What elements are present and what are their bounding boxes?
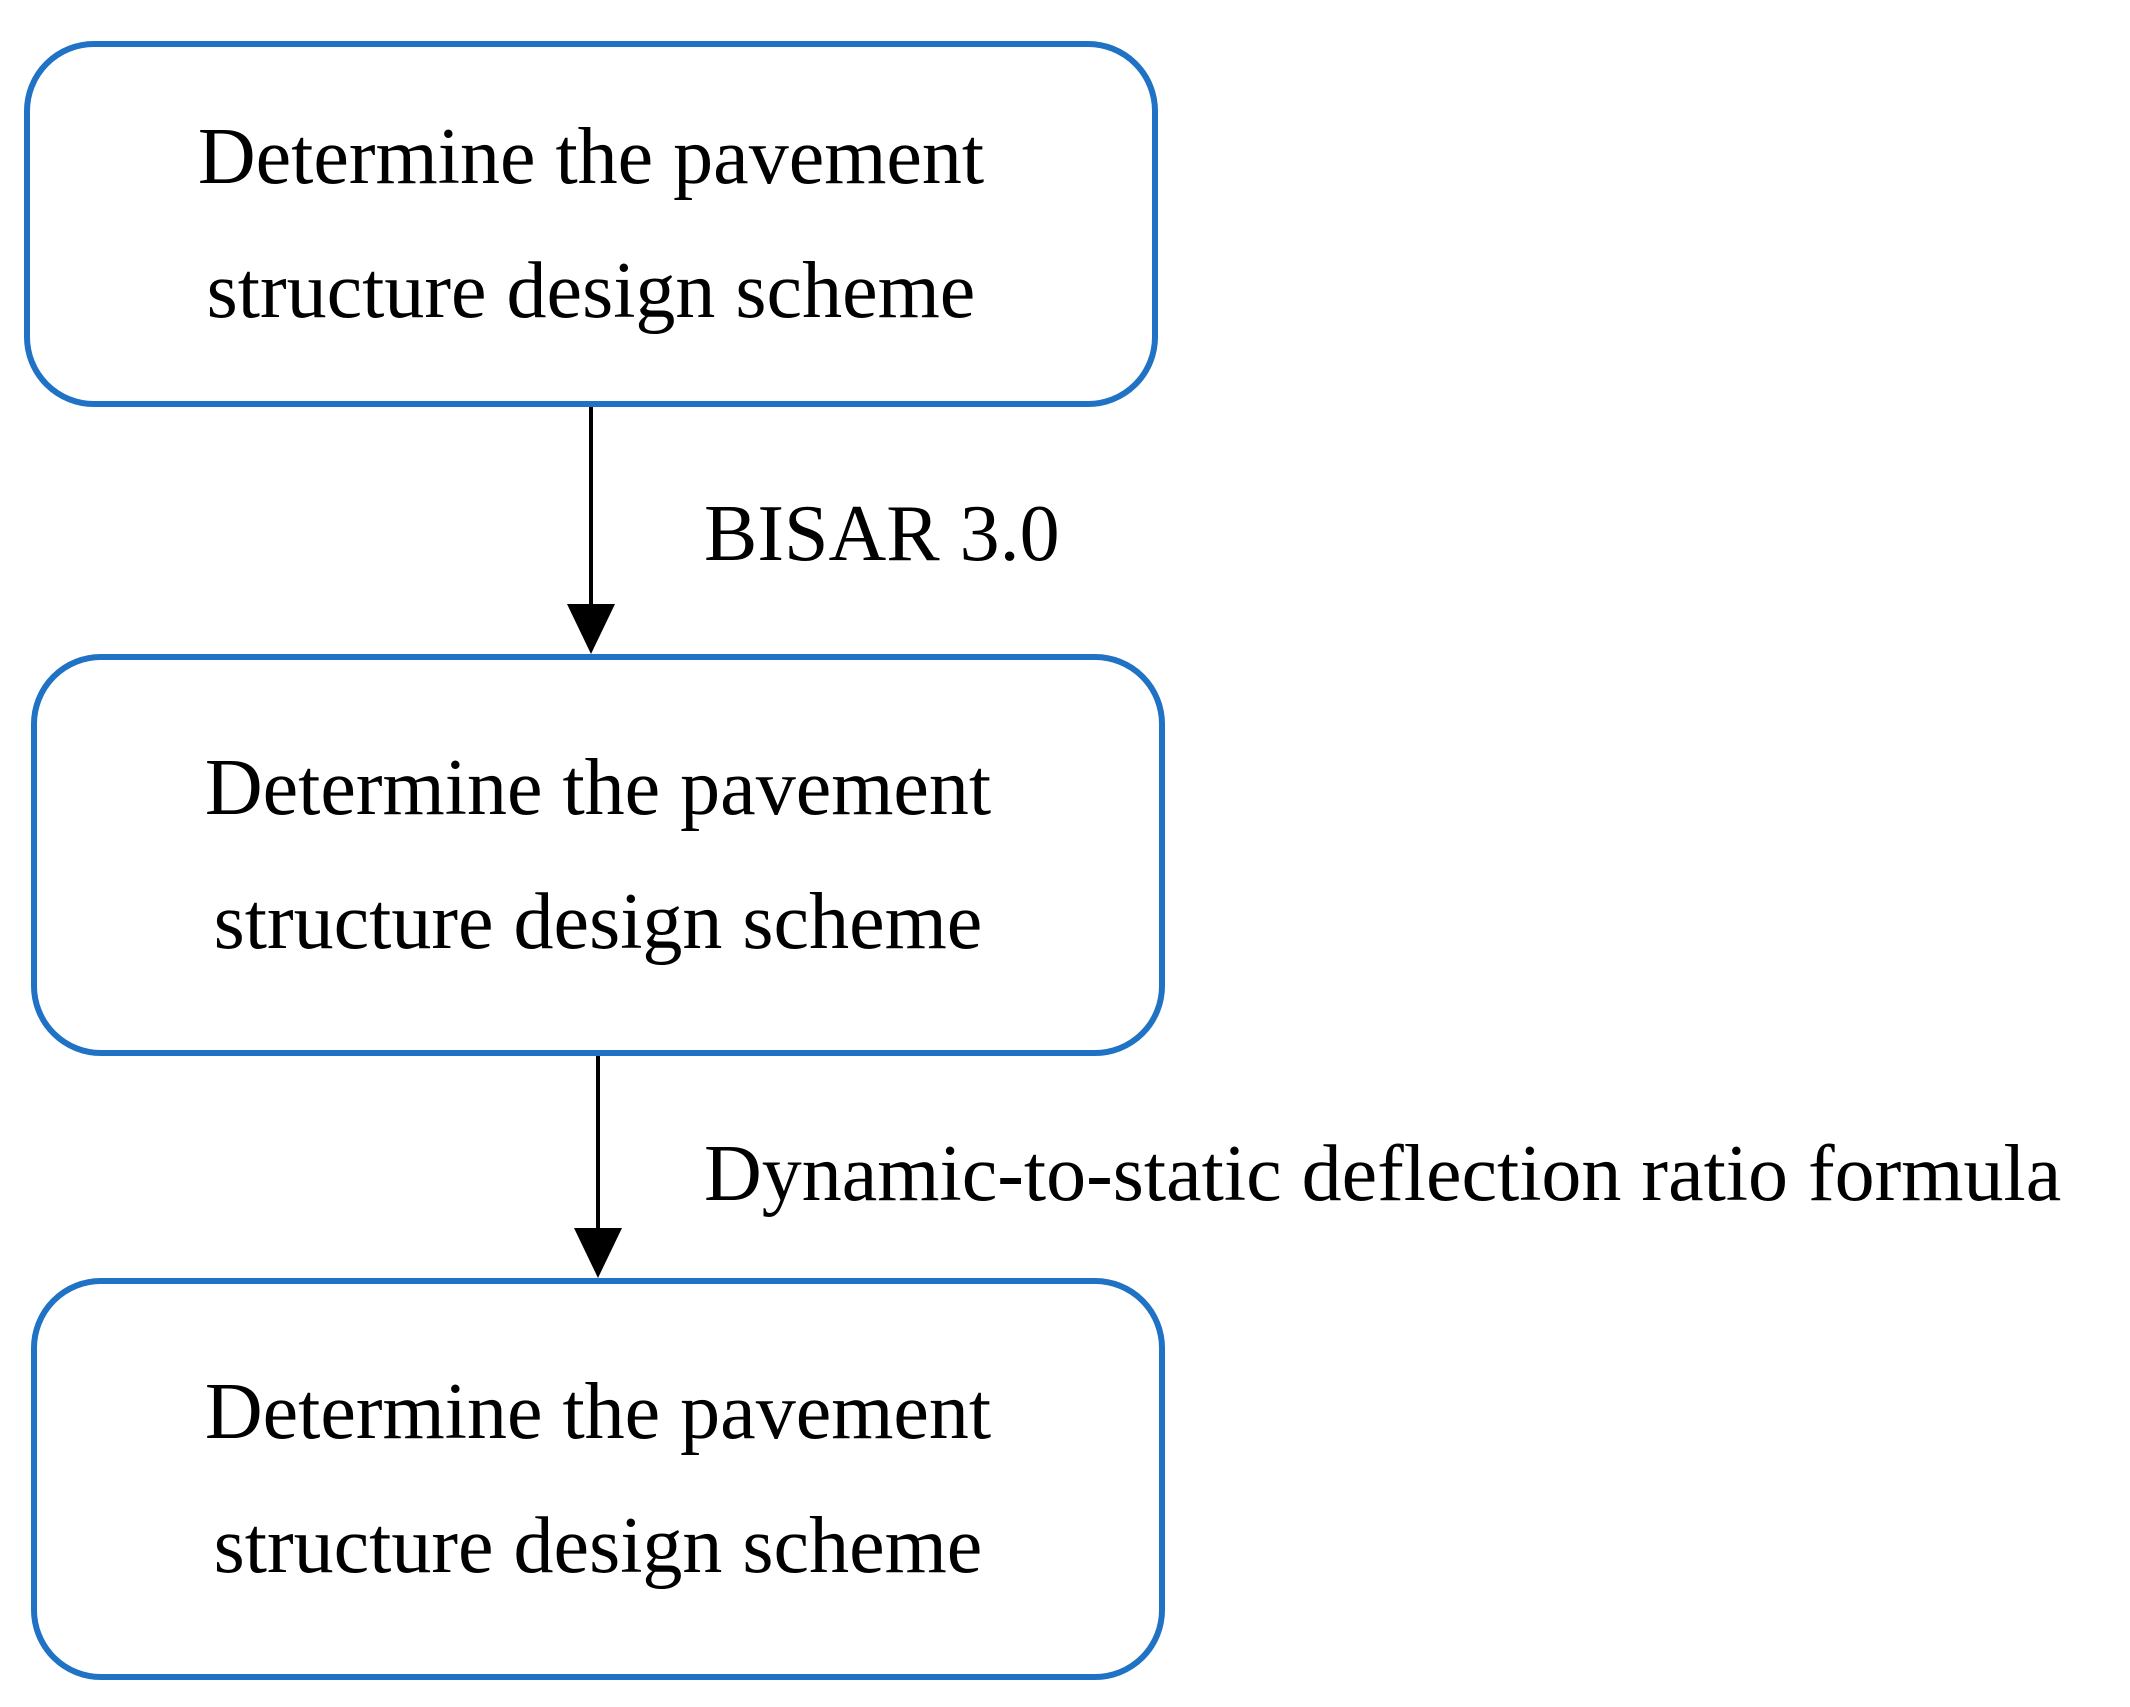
flow-node-3: Determine the pavement structure design …	[31, 1278, 1165, 1680]
edge-label-bisar: BISAR 3.0	[704, 490, 1060, 578]
flow-node-1-line-2: structure design scheme	[206, 247, 976, 335]
flow-node-1-line-1: Determine the pavement	[197, 113, 985, 201]
arrow-2-head	[574, 1228, 622, 1278]
flow-node-2-line-2: structure design scheme	[213, 878, 983, 966]
arrow-1-head	[567, 604, 615, 654]
arrow-1	[567, 407, 615, 654]
flow-node-2-line-1: Determine the pavement	[204, 744, 992, 832]
flow-node-3-line-2: structure design scheme	[213, 1502, 983, 1590]
edge-label-deflection-formula: Dynamic-to-static deflection ratio formu…	[704, 1130, 2062, 1218]
flow-node-1: Determine the pavement structure design …	[24, 41, 1158, 407]
flow-node-3-line-1: Determine the pavement	[204, 1368, 992, 1456]
arrow-2	[574, 1056, 622, 1278]
flow-node-2: Determine the pavement structure design …	[31, 654, 1165, 1056]
